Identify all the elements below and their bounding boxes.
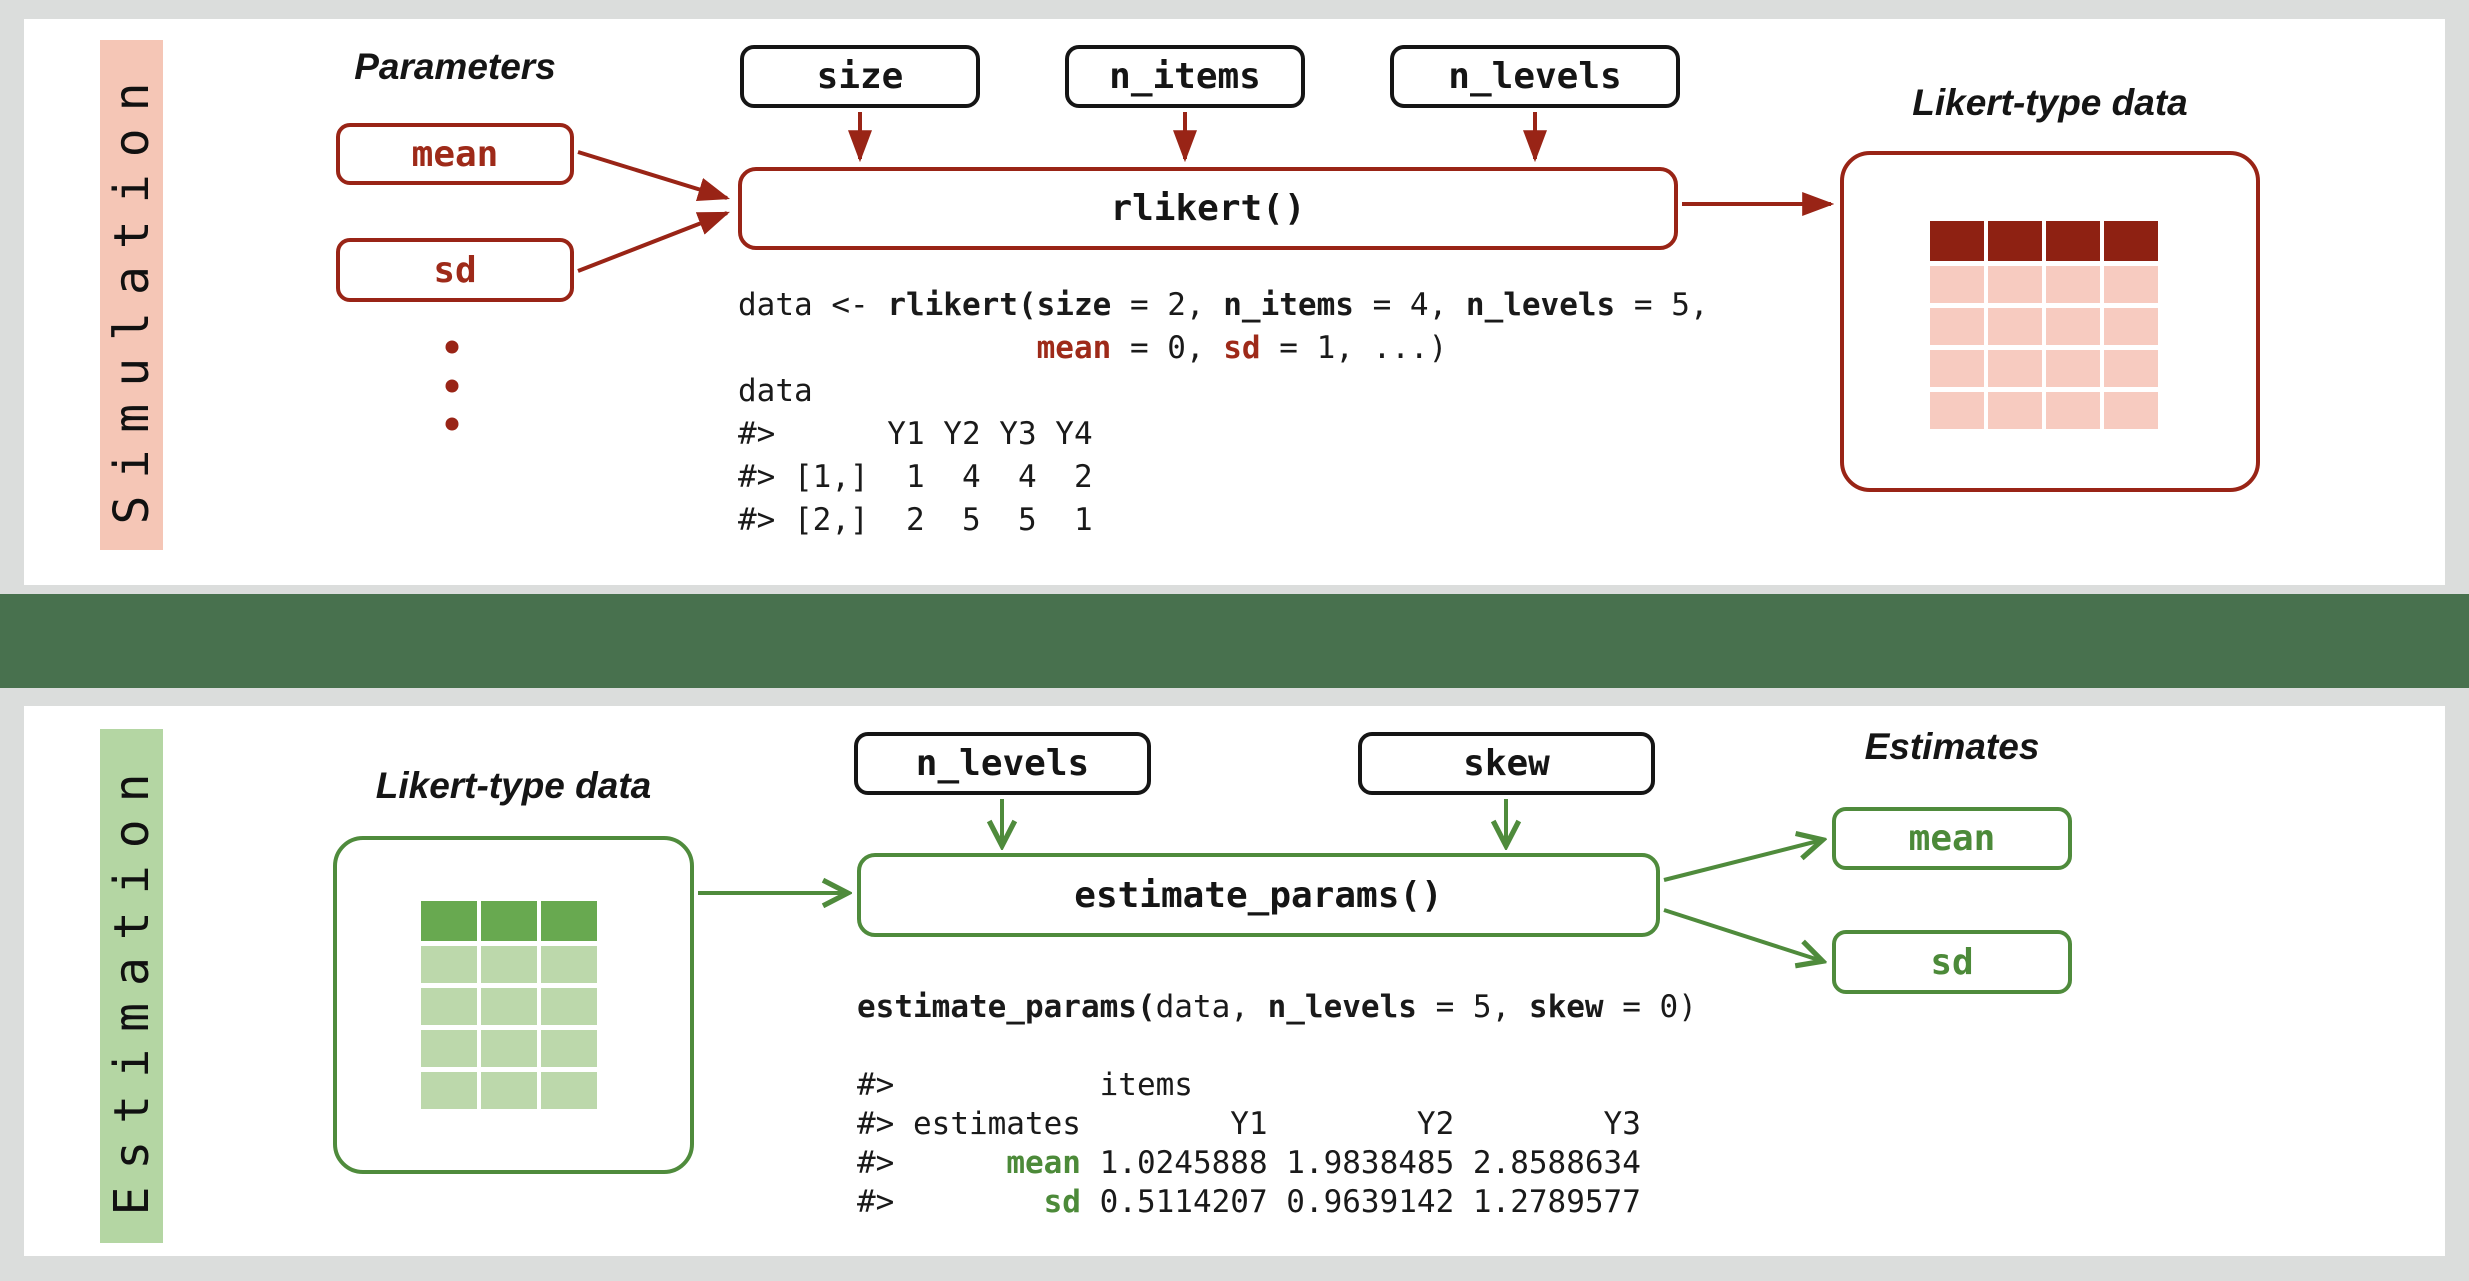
table-cell <box>2104 392 2158 429</box>
divider-band <box>0 594 2469 688</box>
table-cell <box>481 1030 537 1067</box>
estimates-heading: Estimates <box>1864 726 2040 767</box>
rlikert-function-label: rlikert() <box>1110 188 1306 229</box>
table-cell <box>1930 392 1984 429</box>
table-cell <box>421 946 477 983</box>
code-line: #> items <box>857 1067 1193 1103</box>
param-box-sd: sd <box>336 238 574 302</box>
estimate-box-mean-label: mean <box>1908 818 1996 859</box>
param-box-n-levels: n_levels <box>1390 45 1680 108</box>
param-box-mean-label: mean <box>411 133 499 175</box>
simulation-strip-label: Simulation <box>103 65 160 525</box>
code-line: #> [2,] 2 5 5 1 <box>738 502 1093 538</box>
code-line: mean = 0, sd = 1, ...) <box>1036 330 1448 366</box>
simulation-strip: Simulation <box>100 40 163 550</box>
estimation-code: estimate_params(data, n_levels = 5, skew… <box>857 988 1697 1222</box>
table-cell <box>2046 266 2100 303</box>
table-cell <box>2046 308 2100 345</box>
code-line: data <box>738 373 813 409</box>
likert-data-table-red <box>1930 221 2158 429</box>
simulation-code: data <- rlikert(size = 2, n_items = 4, n… <box>738 284 1709 542</box>
table-header-cell <box>2104 221 2158 261</box>
code-line <box>857 1027 1697 1066</box>
param-box-size: size <box>740 45 980 108</box>
table-header-cell <box>2046 221 2100 261</box>
table-cell <box>2104 308 2158 345</box>
param-box-n-levels-est: n_levels <box>854 732 1151 795</box>
code-line: #> estimates Y1 Y2 Y3 <box>857 1106 1641 1142</box>
param-box-n-items: n_items <box>1065 45 1305 108</box>
table-header-cell <box>421 901 477 941</box>
code-line: #> [1,] 1 4 4 2 <box>738 459 1093 495</box>
likert-data-heading-top: Likert-type data <box>1912 82 2188 123</box>
code-line: #> sd 0.5114207 0.9639142 1.2789577 <box>857 1184 1641 1220</box>
table-cell <box>2104 350 2158 387</box>
estimate-params-function-label: estimate_params() <box>1074 874 1443 916</box>
estimation-strip: Estimation <box>100 729 163 1243</box>
estimate-box-mean: mean <box>1832 807 2072 870</box>
code-line: #> Y1 Y2 Y3 Y4 <box>738 416 1093 452</box>
likert-data-box-red <box>1840 151 2260 492</box>
estimate-box-sd-label: sd <box>1930 941 1974 983</box>
table-cell <box>2046 392 2100 429</box>
table-cell <box>1988 308 2042 345</box>
estimation-strip-label: Estimation <box>103 756 160 1216</box>
table-cell <box>1988 266 2042 303</box>
table-cell <box>1930 308 1984 345</box>
table-cell <box>1930 350 1984 387</box>
table-header-cell <box>1930 221 1984 261</box>
table-header-cell <box>1988 221 2042 261</box>
table-cell <box>541 1072 597 1109</box>
rlikert-function-box: rlikert() <box>738 167 1678 250</box>
estimate-params-function-box: estimate_params() <box>857 853 1660 937</box>
table-cell <box>541 1030 597 1067</box>
table-cell <box>1930 266 1984 303</box>
table-cell <box>2104 266 2158 303</box>
param-box-skew-label: skew <box>1463 743 1550 784</box>
table-cell <box>481 988 537 1025</box>
param-box-sd-label: sd <box>433 249 477 291</box>
param-box-n-levels-label: n_levels <box>1448 56 1622 97</box>
table-cell <box>481 946 537 983</box>
table-cell <box>541 946 597 983</box>
table-cell <box>421 1072 477 1109</box>
parameters-heading: Parameters <box>354 46 556 87</box>
code-line: #> mean 1.0245888 1.9838485 2.8588634 <box>857 1145 1641 1181</box>
table-header-cell <box>541 901 597 941</box>
param-box-skew: skew <box>1358 732 1655 795</box>
likert-data-table-green <box>421 901 597 1109</box>
param-box-n-items-label: n_items <box>1109 56 1261 97</box>
table-cell <box>421 988 477 1025</box>
table-cell <box>541 988 597 1025</box>
table-cell <box>1988 392 2042 429</box>
table-cell <box>2046 350 2100 387</box>
code-line: estimate_params(data, n_levels = 5, skew… <box>857 989 1697 1025</box>
param-box-n-levels-est-label: n_levels <box>915 743 1090 784</box>
table-cell <box>421 1030 477 1067</box>
table-cell <box>1988 350 2042 387</box>
param-box-mean: mean <box>336 123 574 185</box>
estimate-box-sd: sd <box>1832 930 2072 994</box>
code-line: data <- rlikert(size = 2, n_items = 4, n… <box>738 287 1709 323</box>
table-header-cell <box>481 901 537 941</box>
likert-data-heading-bottom: Likert-type data <box>375 765 652 806</box>
table-cell <box>481 1072 537 1109</box>
param-box-size-label: size <box>816 56 904 97</box>
